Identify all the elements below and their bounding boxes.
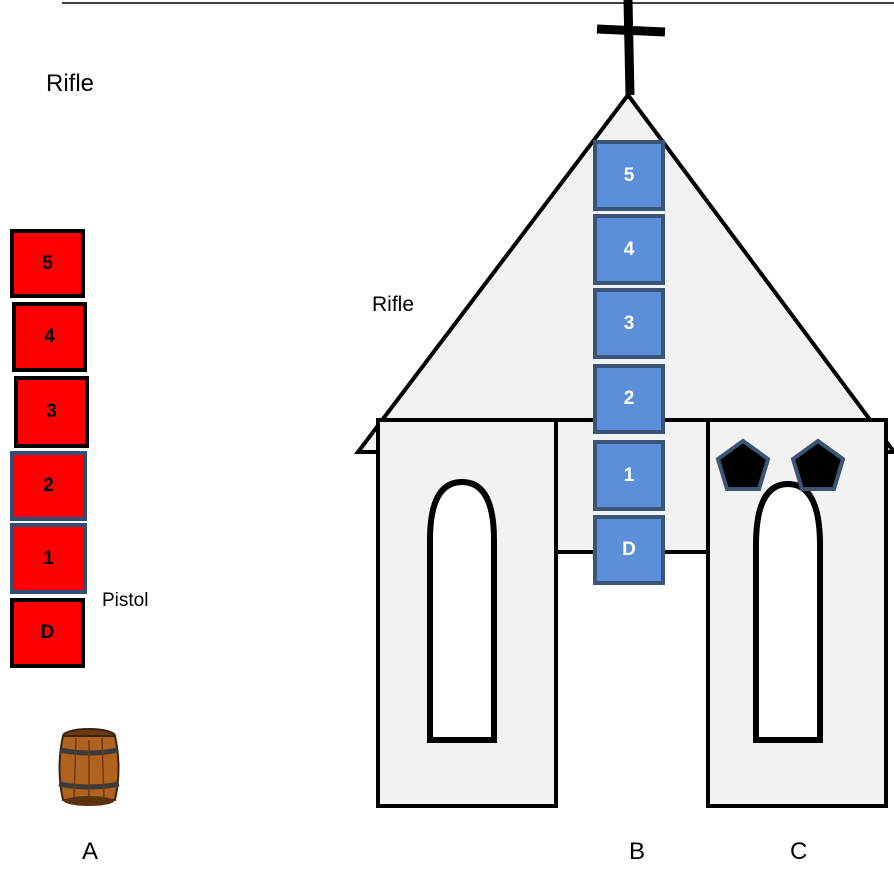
red-box-d: D — [10, 598, 85, 668]
blue-box-d: D — [593, 515, 665, 585]
blue-box-3: 3 — [593, 288, 665, 359]
rifle-label-church: Rifle — [372, 293, 415, 316]
blue-box-2: 2 — [593, 364, 665, 434]
blue-box-4: 4 — [593, 214, 665, 285]
pentagon-icon — [715, 438, 771, 491]
pistol-label: Pistol — [102, 590, 149, 611]
rifle-label-left: Rifle — [46, 70, 95, 97]
position-b-label: B — [629, 838, 646, 865]
right-window — [753, 480, 823, 743]
blue-box-5: 5 — [593, 140, 665, 211]
red-box-1: 1 — [10, 523, 87, 594]
position-a-label: A — [82, 838, 99, 865]
blue-box-1: 1 — [593, 440, 665, 511]
left-window — [427, 478, 497, 743]
red-box-4: 4 — [12, 302, 87, 372]
barrel-icon — [58, 728, 120, 806]
red-box-3: 3 — [14, 376, 89, 448]
red-box-5: 5 — [10, 229, 85, 298]
cross-icon — [596, 0, 666, 96]
position-c-label: C — [790, 838, 808, 865]
pentagon-icon — [790, 438, 846, 491]
red-box-2: 2 — [10, 451, 87, 521]
